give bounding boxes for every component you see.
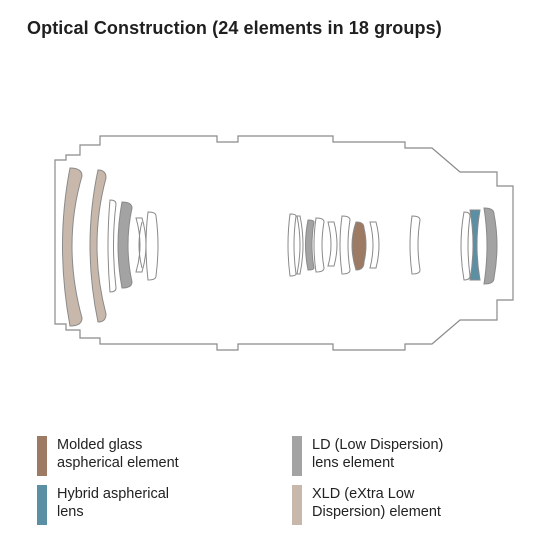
lens-element-11 <box>313 217 325 273</box>
lens-element-12 <box>327 221 338 267</box>
legend-label-hybrid-aspherical: Hybrid aspherical lens <box>57 486 170 520</box>
legend-item-ld: LD (Low Dispersion) lens element <box>292 436 443 476</box>
legend-swatch-ld <box>292 436 302 476</box>
title-subtitle: (24 elements in 18 groups) <box>212 18 442 38</box>
lens-element-17 <box>460 211 471 281</box>
legend-label-ld: LD (Low Dispersion) lens element <box>312 437 444 471</box>
lens-element-2-xld <box>89 169 107 323</box>
legend-item-molded-glass: Molded glass aspherical element <box>37 436 179 476</box>
legend-item-xld: XLD (eXtra Low Dispersion) element <box>292 485 441 525</box>
lens-barrel-outline <box>54 135 514 351</box>
lens-element-9 <box>296 215 304 275</box>
lens-element-6 <box>145 211 159 281</box>
legend-swatch-xld <box>292 485 302 525</box>
legend-label-xld: XLD (eXtra Low Dispersion) element <box>312 486 441 520</box>
legend-label-molded-glass: Molded glass aspherical element <box>57 437 179 471</box>
lens-element-15 <box>369 221 380 269</box>
lens-element-13 <box>339 215 351 275</box>
lens-element-14-molded-aspherical <box>351 221 367 271</box>
title-text: Optical Construction <box>27 18 208 38</box>
legend-swatch-hybrid-aspherical <box>37 485 47 525</box>
lens-element-1-xld <box>62 167 83 327</box>
lens-element-7 <box>138 221 143 269</box>
lens-element-3 <box>107 199 117 293</box>
lens-element-8 <box>287 213 297 277</box>
legend-item-hybrid-aspherical: Hybrid aspherical lens <box>37 485 169 525</box>
lens-element-4-ld <box>117 201 133 289</box>
lens-element-10-ld <box>305 219 315 271</box>
page-title: Optical Construction (24 elements in 18 … <box>27 18 442 39</box>
lens-element-16 <box>409 215 421 275</box>
lens-element-19-ld <box>483 207 498 285</box>
lens-element-18-hybrid-aspherical <box>469 209 481 281</box>
legend-swatch-molded-glass <box>37 436 47 476</box>
